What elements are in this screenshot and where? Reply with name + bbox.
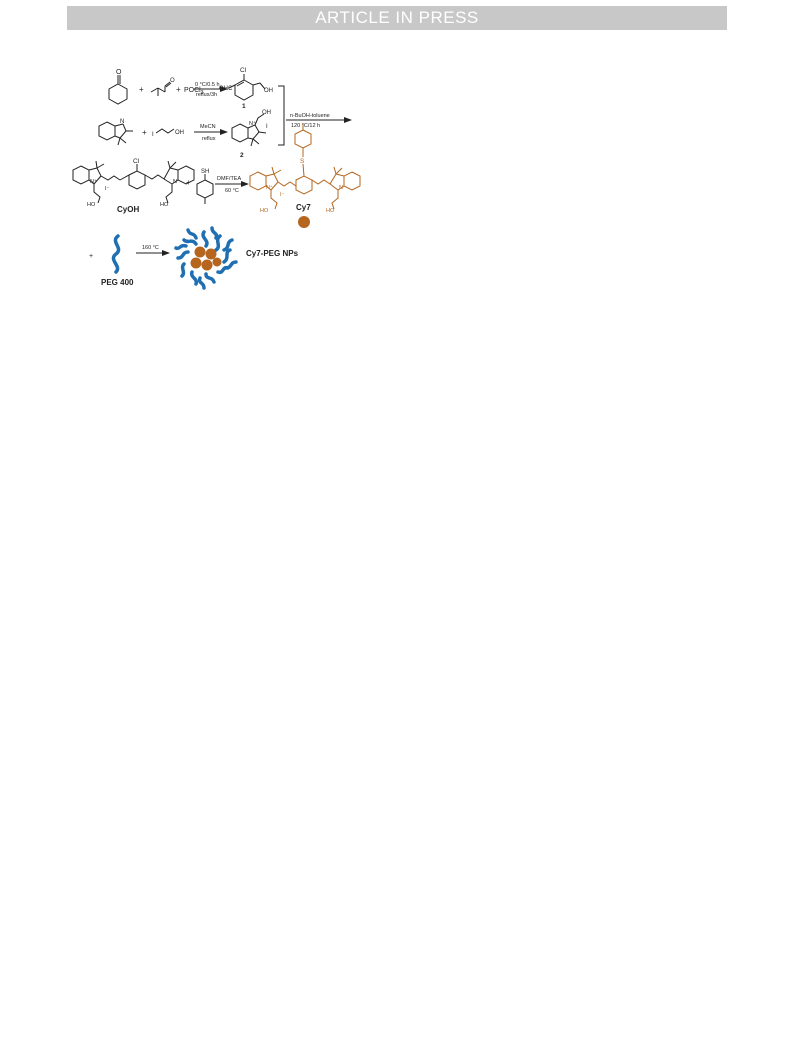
row1-condition-top: 0 °C/0.5 h bbox=[195, 82, 220, 88]
compound1-hydroxyl: OH bbox=[264, 88, 273, 94]
row1-condition-bottom: reflux/3h bbox=[196, 92, 217, 98]
indolenine-structure bbox=[98, 121, 133, 146]
synthesis-scheme: O + O + POCl3 0 °C/0.5 h reflux/3h Cl OH… bbox=[72, 67, 361, 290]
dmf-structure bbox=[150, 81, 172, 96]
row3-condition-top: DMF/TEA bbox=[217, 176, 241, 182]
merge-condition-bottom: 120 °C/12 h bbox=[291, 123, 320, 129]
thiol-group: SH bbox=[201, 169, 209, 175]
iodoethanol-chain bbox=[155, 128, 175, 134]
cyoh-structure bbox=[72, 160, 195, 204]
compound2-nitrogen: N⁺ bbox=[249, 120, 256, 127]
merge-bracket bbox=[278, 85, 285, 146]
compound2-hydroxyl: OH bbox=[262, 110, 271, 116]
indolenine-nitrogen: N bbox=[120, 119, 124, 125]
cy7-hydroxyl-left: HO bbox=[260, 208, 269, 214]
cy7-nitrogen: N bbox=[339, 185, 343, 191]
cyoh-hydroxyl-right: HO bbox=[160, 202, 169, 208]
cyoh-label: CyOH bbox=[117, 205, 139, 214]
cy7-structure bbox=[249, 123, 361, 210]
compound-2-structure bbox=[231, 113, 267, 147]
compound2-iodide: I bbox=[266, 124, 268, 130]
row3-condition-bottom: 60 °C bbox=[225, 188, 239, 194]
cyclohexanone-structure bbox=[108, 75, 128, 105]
cy7-peg-nps-label: Cy7-PEG NPs bbox=[246, 249, 299, 258]
compound-1-label: 1 bbox=[242, 103, 246, 110]
iodoethanol-hydroxyl: OH bbox=[175, 130, 184, 136]
cyoh-nitrogen: N bbox=[173, 179, 177, 185]
row2-condition-bottom: reflux bbox=[202, 136, 216, 142]
pocl3-text: POCl bbox=[184, 87, 201, 94]
compound1-aldehyde: OHC bbox=[219, 86, 233, 92]
row2-condition-top: MeCN bbox=[200, 124, 216, 130]
cyoh-nitrogen-plus: N⁺ bbox=[90, 178, 97, 185]
cy7-peg-nanoparticle-icon bbox=[174, 226, 238, 290]
methylthiophenol-structure bbox=[196, 174, 214, 204]
merge-condition-top: n-BuOH-toluene bbox=[290, 113, 330, 119]
row4-condition-top: 160 °C bbox=[142, 245, 159, 251]
article-in-press-banner: ARTICLE IN PRESS bbox=[67, 6, 727, 30]
pocl3-subscript: 3 bbox=[201, 90, 204, 96]
dmf-oxygen: O bbox=[170, 78, 175, 84]
cy7-hydroxyl-right: HO bbox=[326, 208, 335, 214]
peg-400-label: PEG 400 bbox=[101, 278, 134, 287]
plus-sign: + bbox=[186, 178, 191, 187]
iodoethanol-iodine: I bbox=[152, 132, 154, 138]
cyoh-iodide: I⁻ bbox=[105, 186, 110, 192]
cy7-particle-dot bbox=[298, 216, 310, 228]
compound1-chlorine: Cl bbox=[240, 67, 247, 74]
compound-2-label: 2 bbox=[240, 152, 244, 159]
cy7-nitrogen-plus: N⁺ bbox=[266, 184, 273, 191]
cy7-sulfur: S bbox=[300, 158, 305, 165]
banner-text: ARTICLE IN PRESS bbox=[315, 8, 479, 27]
plus-sign: + bbox=[142, 128, 147, 137]
cyoh-chlorine: Cl bbox=[133, 158, 140, 165]
cy7-iodide: I⁻ bbox=[280, 192, 285, 198]
peg-chain-icon bbox=[111, 234, 121, 274]
cy7-label: Cy7 bbox=[296, 203, 311, 212]
compound-1-structure bbox=[228, 74, 266, 101]
plus-sign: + bbox=[176, 85, 181, 94]
cyoh-hydroxyl-left: HO bbox=[87, 202, 96, 208]
pocl3-reagent: POCl3 bbox=[184, 87, 204, 96]
ketone-oxygen: O bbox=[116, 69, 122, 76]
plus-sign: + bbox=[139, 85, 144, 94]
plus-sign: + bbox=[89, 253, 93, 260]
